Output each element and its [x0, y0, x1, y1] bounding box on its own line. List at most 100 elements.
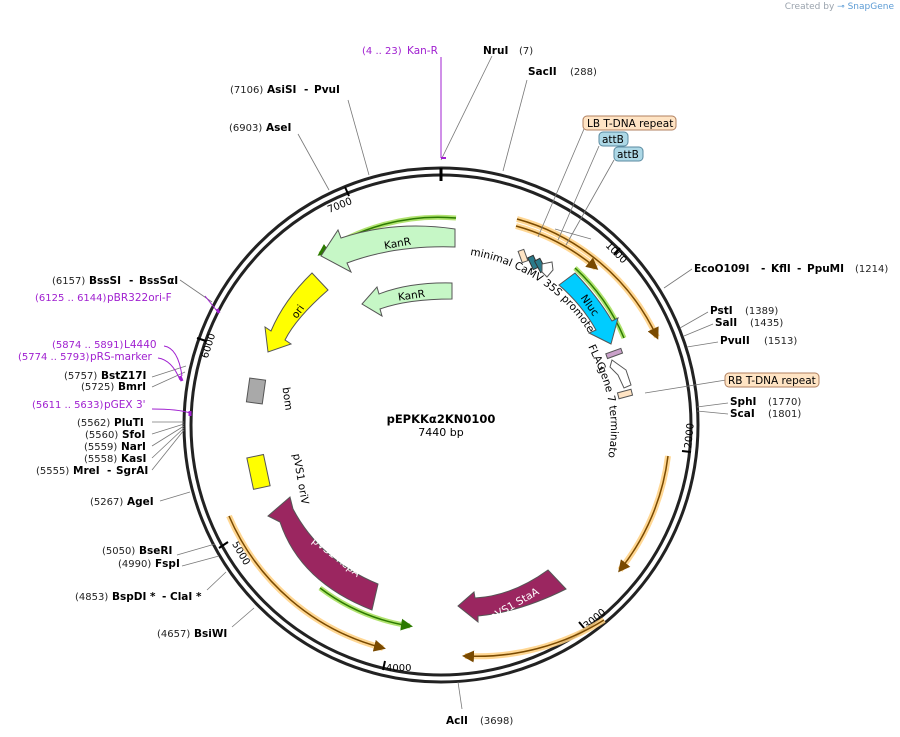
- site-drei-pos: (5555): [36, 466, 69, 477]
- box-lb-tdna[interactable]: LB T-DNA repeat: [582, 115, 677, 131]
- site-nari-pos: (5559): [84, 442, 117, 453]
- site-acli-pos: (3698): [480, 716, 513, 727]
- ori-feature[interactable]: ori: [264, 272, 329, 353]
- site-bmri[interactable]: BmrI: [118, 381, 146, 393]
- site-nari[interactable]: NarI: [121, 441, 146, 453]
- kanr-outer-feature[interactable]: KanR: [320, 225, 456, 274]
- plasmid-name: pEPKKα2KN0100: [387, 412, 496, 426]
- gene7-terminator-arrow-icon: [609, 359, 632, 389]
- tick-mark: [218, 541, 229, 549]
- tick-mark: [681, 450, 692, 453]
- box-attb-2[interactable]: attB: [613, 146, 644, 162]
- nluc-feature[interactable]: Nluc: [558, 272, 619, 345]
- site-pluti[interactable]: PluTI: [114, 417, 144, 429]
- primer-kanr[interactable]: Kan-R: [407, 45, 438, 57]
- site-bstz17i[interactable]: BstZ17I: [101, 370, 146, 382]
- site-fspi[interactable]: FspI: [155, 558, 180, 570]
- site-scai[interactable]: ScaI: [730, 408, 755, 420]
- site-bstz17i-pos: (5757): [64, 371, 97, 382]
- kanr-inner-feature[interactable]: KanR: [361, 282, 453, 318]
- site-bseri-pos: (5050): [102, 546, 135, 557]
- plasmid-backbone: [182, 166, 700, 684]
- primer-l4440[interactable]: L4440: [124, 339, 157, 351]
- site-kasi[interactable]: KasI: [121, 453, 146, 465]
- primer-pgex[interactable]: pGEX 3': [104, 399, 146, 411]
- site-bseri[interactable]: BseRI: [139, 545, 172, 557]
- site-ppumi[interactable]: PpuMI: [807, 263, 844, 275]
- site-sali-pos: (1435): [750, 318, 783, 329]
- site-asei[interactable]: AseI: [266, 122, 291, 134]
- primer-pgex-pos: (5611 .. 5633): [32, 400, 104, 411]
- site-bspdi[interactable]: BspDI *: [112, 591, 156, 603]
- flag-mark: [605, 347, 624, 360]
- pvs1-oriv-label: pVS1 oriV: [290, 453, 311, 506]
- tick-mark: [382, 660, 386, 671]
- site-kfli[interactable]: KflI: [771, 263, 791, 275]
- site-sep: -: [107, 465, 111, 477]
- tick-mark: [613, 247, 621, 256]
- site-pvuii-pos: (1513): [764, 336, 797, 347]
- site-sphi-pos: (1770): [768, 397, 801, 408]
- site-bsssi[interactable]: BssSI: [89, 275, 121, 287]
- bom-feature[interactable]: bom: [245, 377, 295, 411]
- box-lb-label: LB T-DNA repeat: [587, 118, 673, 130]
- box-rb-tdna[interactable]: RB T-DNA repeat: [724, 372, 820, 388]
- site-sep: -: [129, 275, 133, 287]
- site-sacii-pos: (288): [570, 67, 597, 78]
- site-kasi-pos: (5558): [84, 454, 117, 465]
- site-sali[interactable]: SalI: [715, 317, 737, 329]
- credit-prefix: Created by: [784, 2, 835, 12]
- site-asei-pos: (6903): [229, 123, 262, 134]
- site-bsiwi[interactable]: BsiWI: [194, 628, 227, 640]
- site-sep: -: [797, 263, 801, 275]
- site-bsiwi-pos: (4657): [157, 629, 190, 640]
- site-nrui-pos: (7): [519, 46, 533, 57]
- tick-mark: [344, 186, 350, 197]
- site-leader-lines: [151, 55, 729, 710]
- site-bsssai[interactable]: BssSαI: [139, 275, 178, 287]
- snapgene-logo-icon: ⊸: [837, 2, 845, 12]
- rb-tdna-mark: [616, 388, 634, 400]
- site-psti[interactable]: PstI: [710, 305, 733, 317]
- site-mrei[interactable]: MreI: [73, 465, 100, 477]
- tick-label-6000: 6000: [200, 332, 218, 360]
- flag-gene7-features: [605, 347, 634, 400]
- primer-pbr-pos: (6125 .. 6144): [35, 293, 107, 304]
- pvs1-staa-feature[interactable]: pVS1 StaA: [457, 569, 567, 624]
- site-ecoo109i[interactable]: EcoO109I: [694, 263, 749, 275]
- site-asisi-pos: (7106): [230, 85, 263, 96]
- box-rb-label: RB T-DNA repeat: [728, 375, 816, 387]
- primer-prs-pos: (5774 .. 5793): [18, 352, 90, 363]
- site-acli[interactable]: AclI: [446, 715, 468, 727]
- site-sfoi[interactable]: SfoI: [122, 429, 145, 441]
- primer-kanr-pos: (4 .. 23): [362, 46, 402, 57]
- box-attb1-label: attB: [602, 134, 624, 146]
- site-agei-pos: (5267): [90, 497, 123, 508]
- plasmid-length: 7440 bp: [418, 426, 463, 439]
- pvs1-oriv-feature[interactable]: pVS1 oriV: [246, 453, 311, 506]
- site-sgrai[interactable]: SgrAI: [116, 465, 148, 477]
- site-bmri-pos: (5725): [81, 382, 114, 393]
- site-sep: -: [304, 84, 308, 96]
- primer-prs[interactable]: pRS-marker: [90, 351, 153, 363]
- site-bspdi-pos: (4853): [75, 592, 108, 603]
- site-nrui[interactable]: NruI: [483, 45, 508, 57]
- site-pvui[interactable]: PvuI: [314, 84, 340, 96]
- site-asisi[interactable]: AsiSI: [267, 84, 296, 96]
- site-pvuii[interactable]: PvuII: [720, 335, 750, 347]
- lb-tdna-mark: [517, 248, 529, 264]
- bom-label: bom: [280, 386, 295, 411]
- site-sphi[interactable]: SphI: [730, 396, 756, 408]
- credit-brand: SnapGene: [847, 2, 894, 12]
- site-sep: -: [761, 263, 765, 275]
- kanr-inner-label: KanR: [397, 288, 426, 304]
- site-sacii[interactable]: SacII: [528, 66, 557, 78]
- tick-label-7000: 7000: [326, 196, 354, 216]
- promoter-arrow-icon: [541, 261, 554, 278]
- box-attb-1[interactable]: attB: [598, 131, 629, 147]
- primer-pbr[interactable]: pBR322ori-F: [107, 292, 172, 304]
- site-agei[interactable]: AgeI: [127, 496, 154, 508]
- site-clai[interactable]: ClaI *: [170, 591, 202, 603]
- site-sep: -: [162, 591, 166, 603]
